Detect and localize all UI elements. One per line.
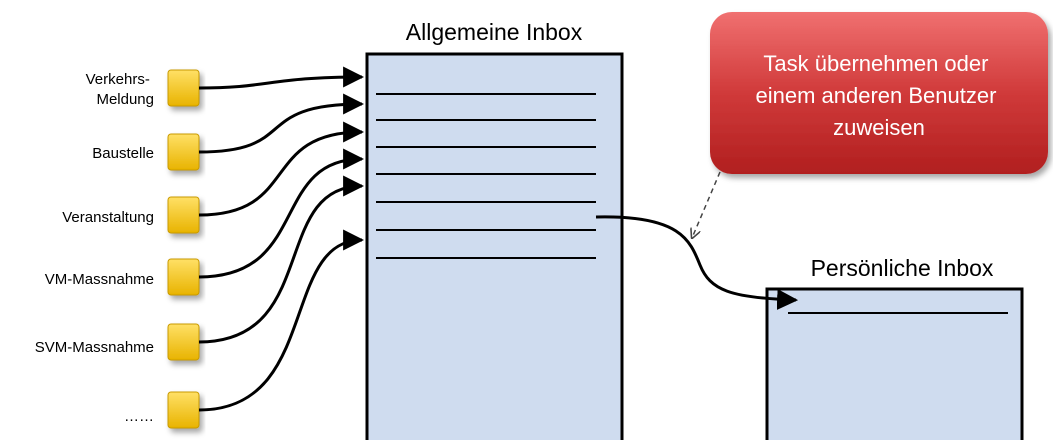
sources: Verkehrs- Meldung Baustelle Veranstaltun…	[35, 69, 200, 429]
source-label: ……	[124, 408, 154, 425]
callout-pointer	[692, 171, 721, 238]
callout-box	[710, 12, 1048, 174]
source-label-line: ……	[124, 408, 154, 425]
source-more[interactable]: ……	[124, 391, 200, 429]
source-label: Baustelle	[92, 145, 154, 162]
source-label: Veranstaltung	[62, 209, 154, 226]
callout-line: Task übernehmen oder	[763, 51, 988, 76]
note-icon	[167, 196, 200, 234]
personal-inbox: Persönliche Inbox	[765, 255, 1024, 440]
arrow-connector	[198, 148, 365, 279]
personal-inbox-box	[765, 287, 1024, 440]
source-label-line: Baustelle	[92, 145, 154, 162]
arrow-connector	[198, 66, 365, 90]
callout-line: zuweisen	[833, 115, 925, 140]
arrow-connector	[198, 175, 365, 344]
source-label: VM-Massnahme	[45, 271, 154, 288]
source-label: Verkehrs- Meldung	[86, 71, 154, 108]
source-label: SVM-Massnahme	[35, 339, 154, 356]
callout: Task übernehmen oder einem anderen Benut…	[692, 12, 1048, 238]
source-verkehrsmeldung[interactable]: Verkehrs- Meldung	[86, 69, 200, 108]
source-label-line: VM-Massnahme	[45, 271, 154, 288]
personal-inbox-title: Persönliche Inbox	[811, 255, 994, 281]
source-svm-massnahme[interactable]: SVM-Massnahme	[35, 323, 200, 361]
general-inbox-title: Allgemeine Inbox	[406, 19, 583, 45]
assign-arrow	[595, 215, 799, 310]
general-inbox-task-lines	[376, 93, 596, 259]
note-icon	[167, 323, 200, 361]
general-inbox-box	[365, 52, 624, 440]
source-label-line: SVM-Massnahme	[35, 339, 154, 356]
note-icon	[167, 391, 200, 429]
source-baustelle[interactable]: Baustelle	[92, 133, 200, 171]
source-arrows	[198, 66, 365, 412]
source-label-line: Meldung	[96, 91, 154, 108]
arrow-connector	[198, 93, 365, 154]
note-icon	[167, 258, 200, 296]
source-label-line: Veranstaltung	[62, 209, 154, 226]
callout-text: Task übernehmen oder einem anderen Benut…	[755, 51, 1002, 140]
source-label-line: Verkehrs-	[86, 71, 150, 88]
general-inbox: Allgemeine Inbox	[365, 19, 624, 440]
arrow-connector	[198, 229, 365, 412]
callout-line: einem anderen Benutzer	[755, 83, 996, 108]
arrow-connector	[198, 121, 365, 217]
source-vm-massnahme[interactable]: VM-Massnahme	[45, 258, 200, 296]
note-icon	[167, 69, 200, 107]
note-icon	[167, 133, 200, 171]
source-veranstaltung[interactable]: Veranstaltung	[62, 196, 200, 234]
